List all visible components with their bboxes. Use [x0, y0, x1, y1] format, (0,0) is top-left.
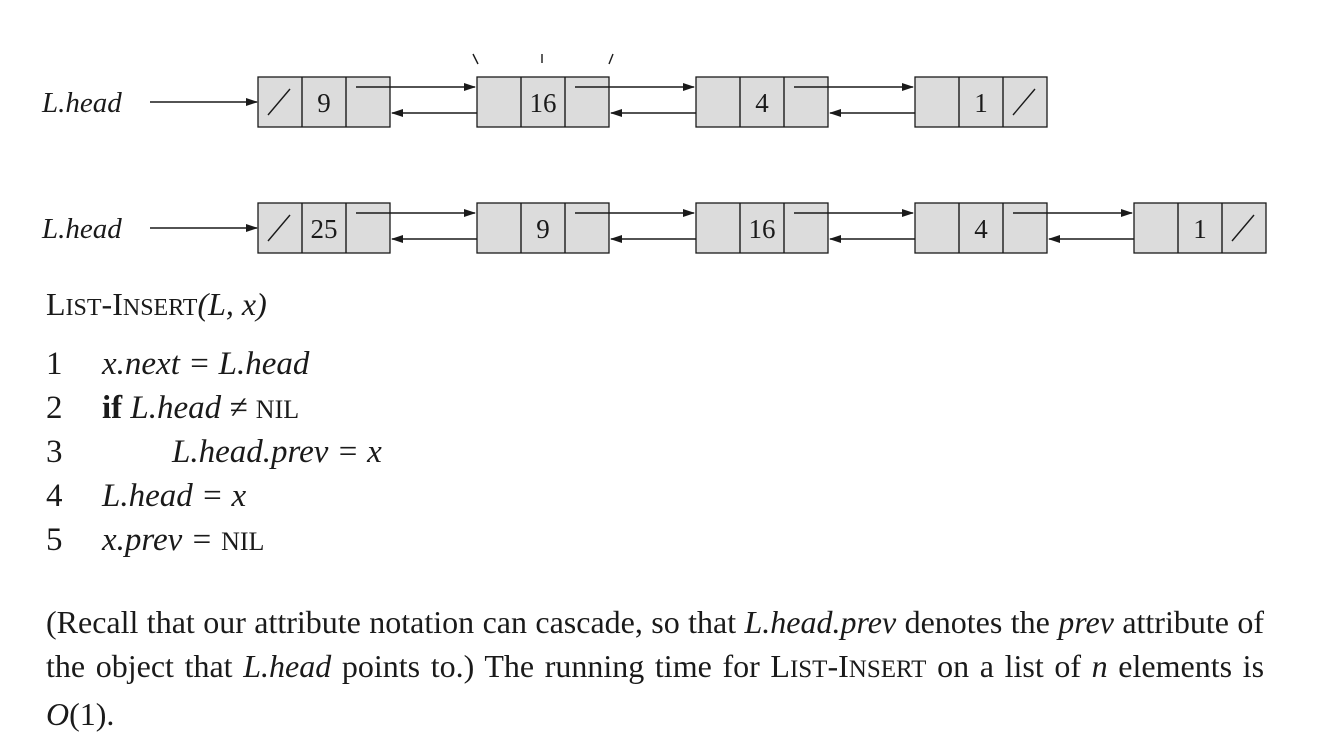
list-b-node [257, 202, 391, 254]
node-key: 4 [755, 88, 769, 118]
line-number: 4 [46, 478, 63, 514]
list-a-head-label: L.head [41, 87, 122, 119]
nil-constant: NIL [221, 527, 265, 556]
line-number: 2 [46, 390, 63, 426]
list-b-node [476, 202, 610, 254]
tick-mark [608, 53, 614, 65]
proc-name-ist: IST [65, 295, 102, 321]
code-line-2: 2 if L.head ≠ NIL [46, 386, 382, 430]
node-key: 9 [536, 214, 550, 244]
list-b-node [1133, 202, 1267, 254]
line-text: L.head ≠ [130, 390, 248, 426]
explanation-paragraph: (Recall that our attribute notation can … [46, 604, 1265, 732]
proc-name-nsert: NSERT [122, 295, 198, 321]
node-key: 16 [530, 88, 557, 118]
node-key: 16 [749, 214, 776, 244]
list-a-node [695, 76, 829, 128]
line-text: x.prev = [102, 522, 213, 558]
node-key: 9 [317, 88, 331, 118]
nil-slash-prev [267, 88, 291, 116]
nil-slash-next [1231, 214, 1255, 242]
code-line-5: 5 x.prev = NIL [46, 518, 382, 562]
node-key: 4 [974, 214, 988, 244]
proc-params: (L, x) [197, 286, 267, 322]
list-b-node [695, 202, 829, 254]
line-number: 1 [46, 346, 63, 382]
proc-name-dash: - [101, 286, 113, 322]
node-key: 1 [974, 88, 988, 118]
line-text: x.next = L.head [102, 346, 310, 382]
nil-slash-next [1012, 88, 1036, 116]
list-insert-algorithm: LIST-INSERT(L, x) 1 x.next = L.head 2 if L… [46, 282, 382, 562]
line-number: 5 [46, 522, 63, 558]
code-line-1: 1 x.next = L.head [46, 342, 382, 386]
node-key: 25 [311, 214, 338, 244]
list-b-head-label: L.head [41, 213, 122, 245]
line-number: 3 [46, 434, 63, 470]
code-line-3: 3 L.head.prev = x [46, 430, 382, 474]
nil-slash-prev [267, 214, 291, 242]
procedure-header: LIST-INSERT(L, x) [46, 282, 382, 330]
tick-mark [472, 53, 479, 65]
keyword-if: if [102, 390, 123, 426]
code-line-4: 4 L.head = x [46, 474, 382, 518]
proc-name-i: I [112, 286, 123, 322]
line-text: L.head = x [102, 478, 247, 514]
list-a-node [257, 76, 391, 128]
list-a-node [476, 76, 610, 128]
list-a-node [914, 76, 1048, 128]
list-b-node [914, 202, 1048, 254]
line-text: L.head.prev = x [172, 434, 382, 470]
nil-constant: NIL [255, 395, 300, 424]
node-key: 1 [1193, 214, 1207, 244]
proc-name-l: L [46, 286, 66, 322]
